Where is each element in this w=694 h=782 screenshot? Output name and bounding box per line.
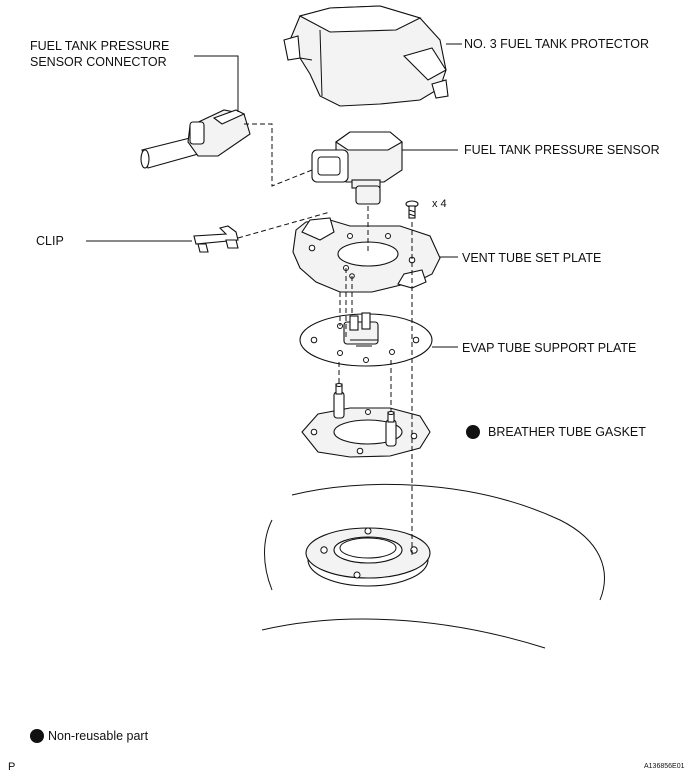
clip-part [193,225,239,253]
evap-tube-support-plate [299,312,433,367]
sensor-label: FUEL TANK PRESSURE SENSOR [464,143,660,157]
gasket-label: BREATHER TUBE GASKET [488,425,646,439]
vent-tube-set-plate [292,217,441,293]
fuel-tank-outline [261,483,605,649]
legend-text: Non-reusable part [48,729,149,743]
breather-tube-gasket [301,382,431,458]
legend-marker-icon [30,729,44,743]
screw-quantity-label: x 4 [432,198,447,210]
assembly-dash-lines [237,123,413,556]
screw-icon [405,200,419,219]
fuel-tank-protector [283,5,449,107]
pressure-sensor-connector [140,109,251,169]
clip-label: CLIP [36,234,64,248]
evap-plate-label: EVAP TUBE SUPPORT PLATE [462,341,636,355]
figure-id: A136856E01 [644,763,685,770]
leader-lines [86,43,462,348]
fuel-tank-pressure-sensor [311,131,403,205]
footer-left-code: P [8,761,15,773]
connector-label-line2: SENSOR CONNECTOR [30,55,167,69]
non-reusable-marker-icon [466,425,480,439]
connector-label-line1: FUEL TANK PRESSURE [30,39,169,53]
protector-label: NO. 3 FUEL TANK PROTECTOR [464,37,649,51]
vent-plate-label: VENT TUBE SET PLATE [462,251,601,265]
tank-opening-ring [305,527,431,587]
